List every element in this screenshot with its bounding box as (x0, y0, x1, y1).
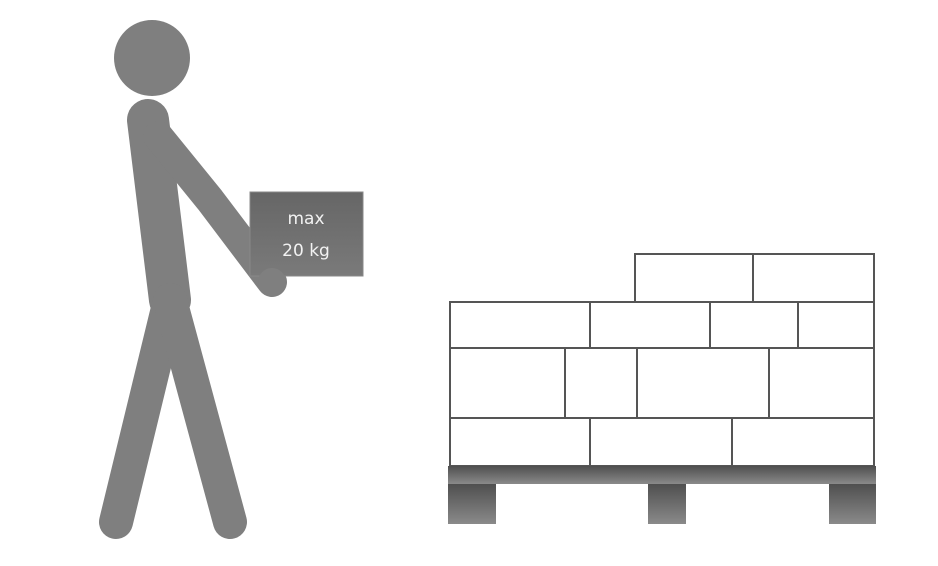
pallet-box (769, 348, 874, 418)
person-head (114, 20, 190, 96)
person-leg-front (170, 300, 230, 522)
carried-box: max 20 kg (250, 192, 363, 276)
pallet-foot-middle (648, 484, 686, 524)
pallet-deck (448, 466, 876, 484)
pallet-box (590, 302, 710, 348)
box-label-weight: 20 kg (282, 241, 330, 261)
pallet-foot-left (448, 484, 496, 524)
pallet-base (448, 466, 876, 524)
pallet-box (450, 418, 590, 466)
pallet-box (732, 418, 874, 466)
pallet-box (565, 348, 637, 418)
pallet-box (450, 302, 590, 348)
pallet-box (637, 348, 769, 418)
pallet-stack (450, 254, 874, 466)
pallet-box (635, 254, 753, 302)
pallet-box (590, 418, 732, 466)
box-label-max: max (287, 209, 324, 229)
person-hand (258, 268, 286, 296)
person-figure (114, 20, 272, 522)
pallet-foot-right (829, 484, 876, 524)
pallet-box (798, 302, 874, 348)
pallet-box (710, 302, 798, 348)
pallet-box (450, 348, 565, 418)
pallet-box (753, 254, 874, 302)
